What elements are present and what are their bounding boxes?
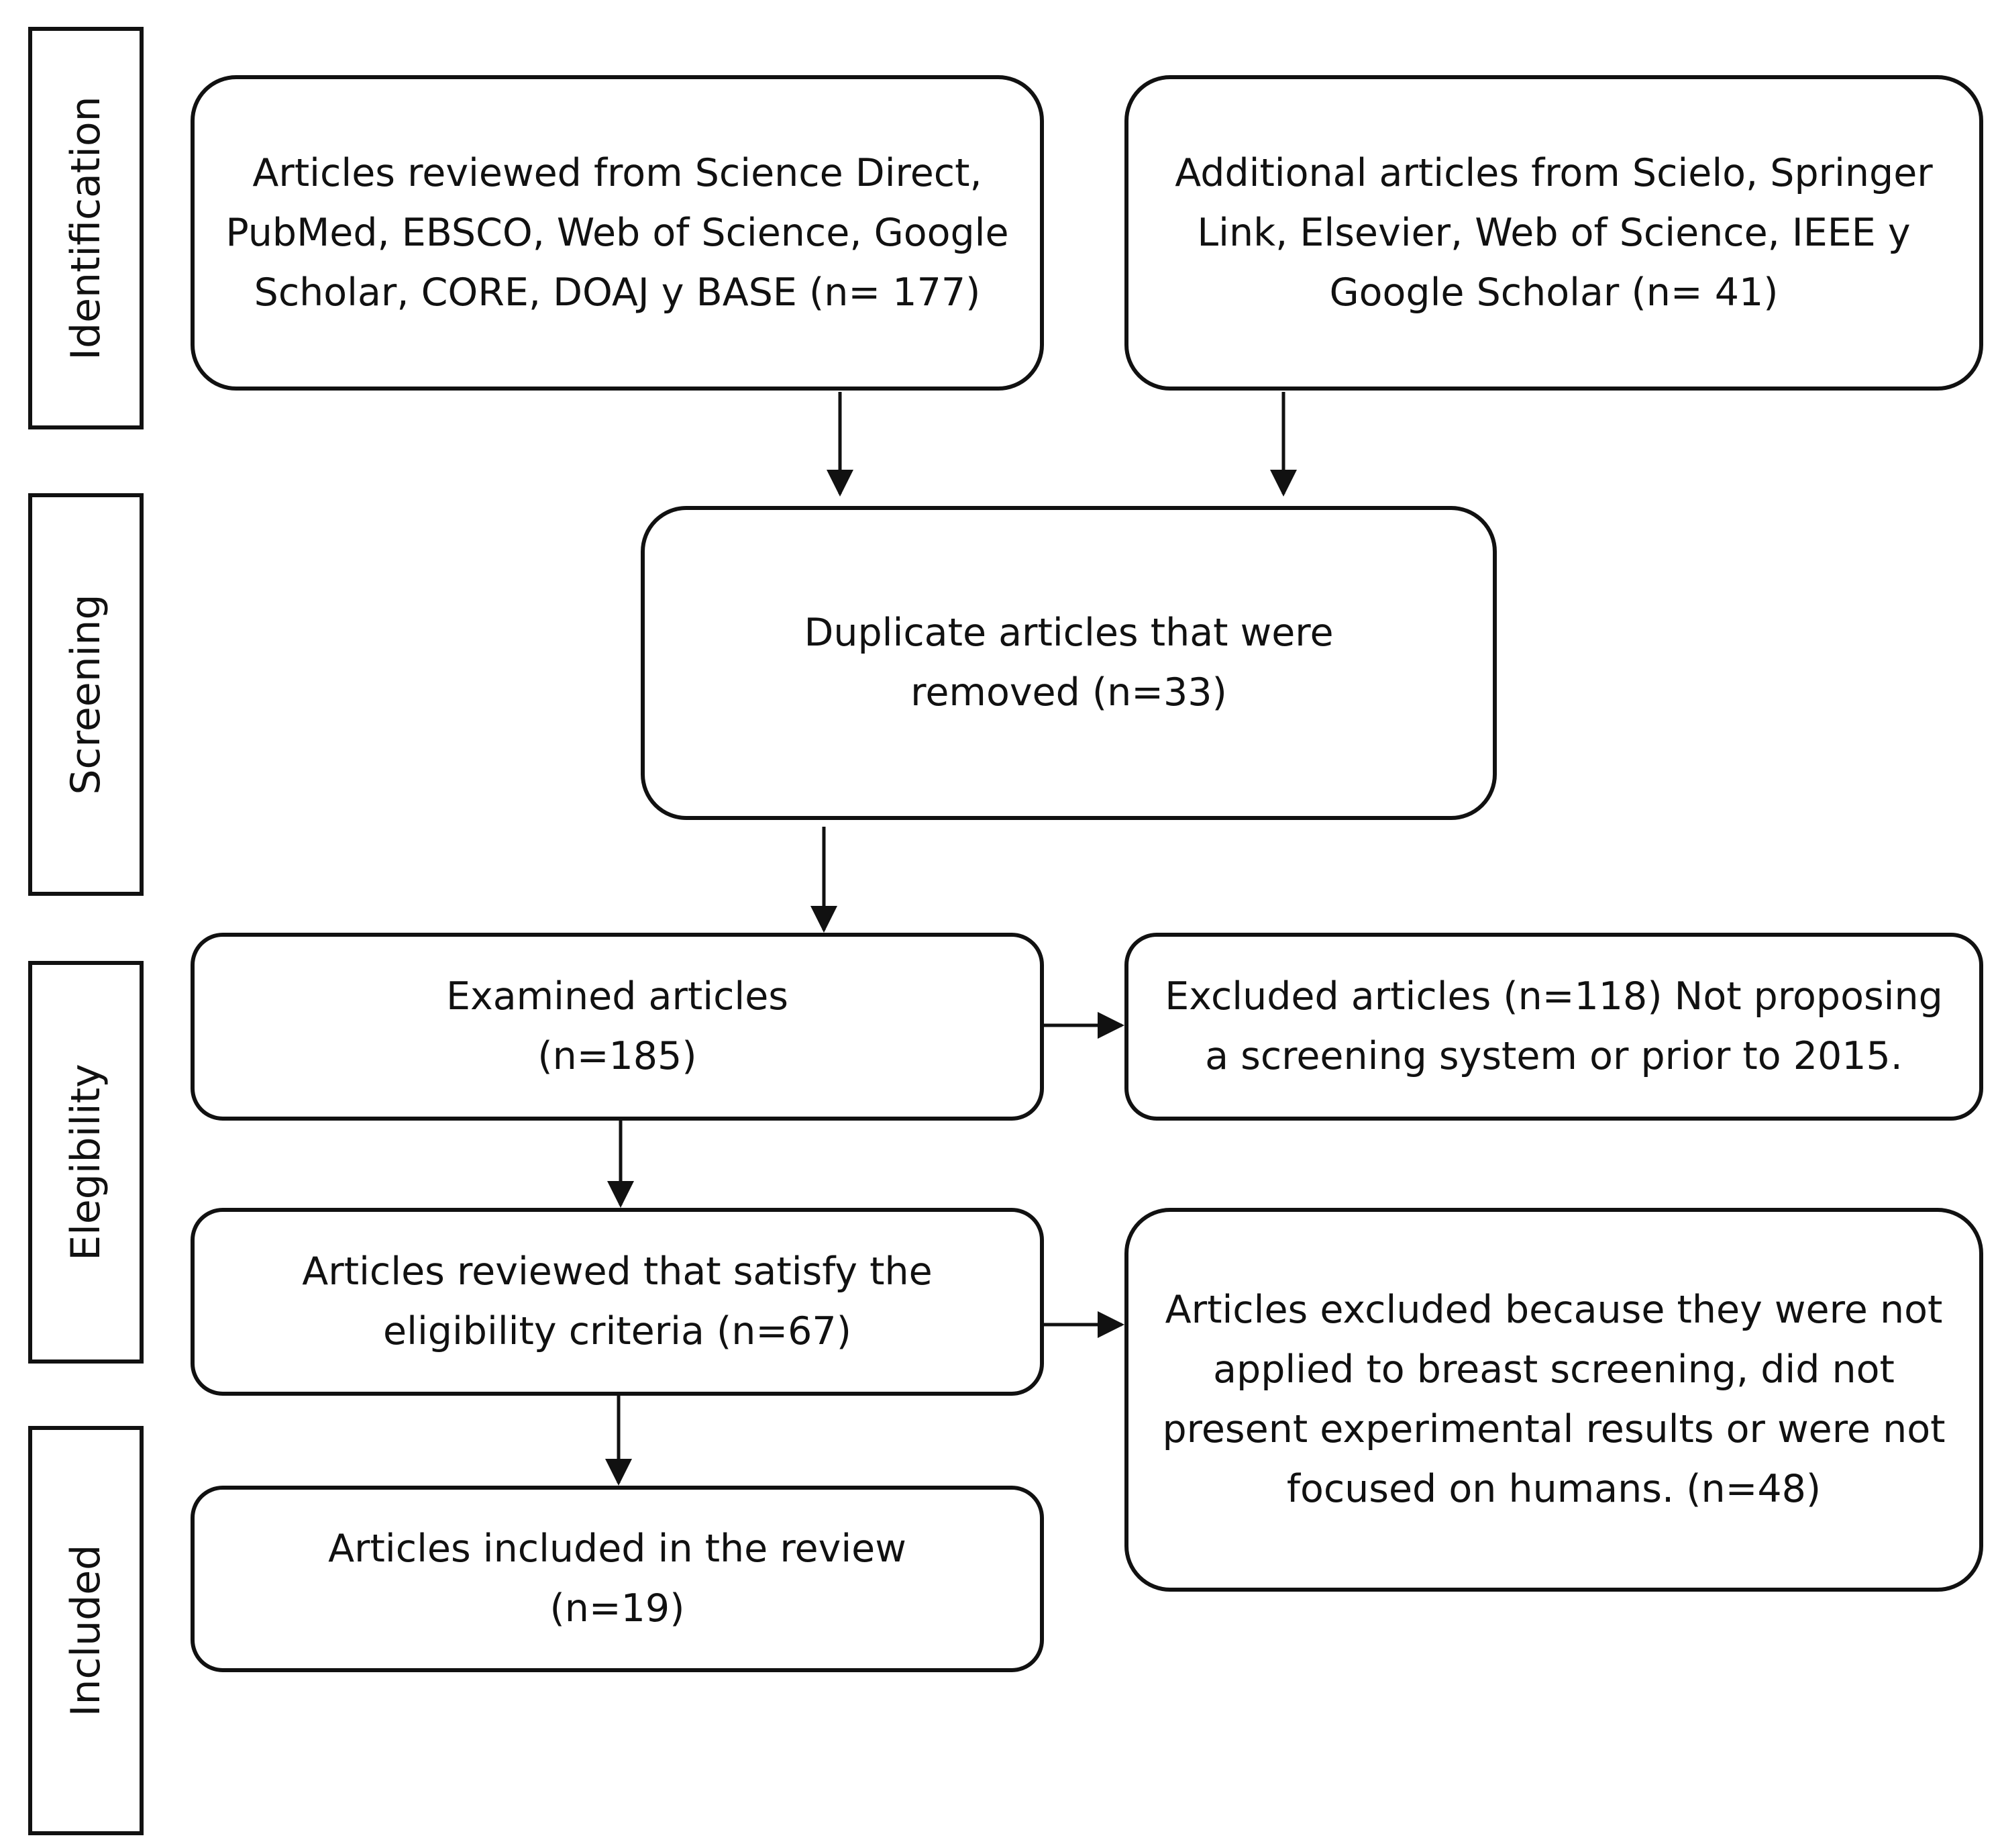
excluded-eligibility-text: Articles excluded because they were not …	[1162, 1288, 1946, 1511]
records-additional-box: Additional articles from Scielo, Springe…	[1124, 75, 1983, 391]
phase-included: Included	[28, 1426, 144, 1835]
eligible-articles-text: Articles reviewed that satisfy the eligi…	[302, 1249, 933, 1353]
excluded-eligibility-box: Articles excluded because they were not …	[1124, 1208, 1983, 1592]
included-articles-box: Articles included in the review (n=19)	[191, 1486, 1044, 1672]
records-databases-text: Articles reviewed from Science Direct, P…	[225, 150, 1009, 315]
eligible-articles-box: Articles reviewed that satisfy the eligi…	[191, 1208, 1044, 1396]
excluded-articles-text: Excluded articles (n=118) Not proposing …	[1165, 974, 1943, 1078]
excluded-articles-box: Excluded articles (n=118) Not proposing …	[1124, 933, 1983, 1121]
phase-identification: Identification	[28, 27, 144, 429]
included-articles-text: Articles included in the review (n=19)	[328, 1527, 906, 1631]
phase-screening: Screening	[28, 493, 144, 896]
phase-eligibility: Elegibility	[28, 961, 144, 1364]
examined-articles-box: Examined articles (n=185)	[191, 933, 1044, 1121]
examined-articles-text: Examined articles (n=185)	[445, 974, 789, 1078]
records-additional-text: Additional articles from Scielo, Springe…	[1175, 150, 1933, 315]
duplicates-removed-text: Duplicate articles that were removed (n=…	[804, 611, 1334, 715]
duplicates-removed-box: Duplicate articles that were removed (n=…	[641, 506, 1497, 820]
records-databases-box: Articles reviewed from Science Direct, P…	[191, 75, 1044, 391]
